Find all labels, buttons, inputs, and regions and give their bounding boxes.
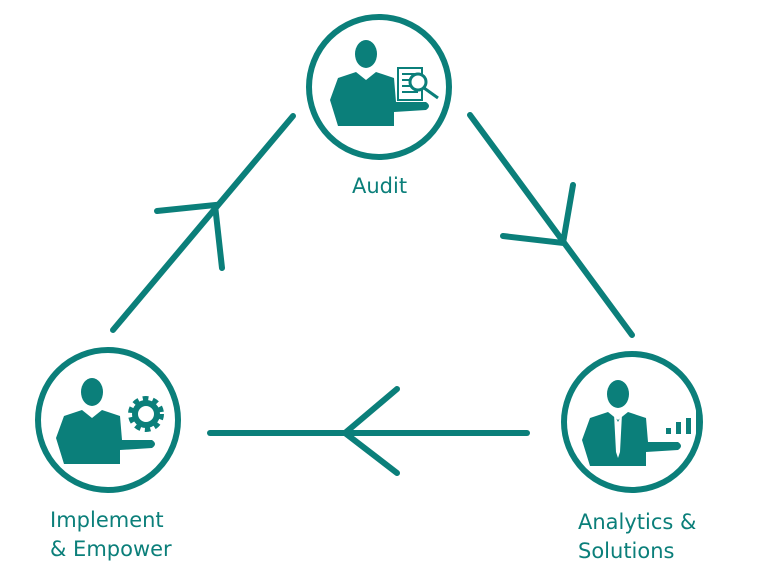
- analytics-label: Analytics & Solutions: [578, 508, 696, 566]
- person-document-magnifier-icon: [330, 40, 439, 126]
- audit-label: Audit: [352, 174, 408, 198]
- analytics-label-line2: Solutions: [578, 539, 675, 563]
- edge-implement-to-audit: [110, 113, 296, 333]
- implement-label-line2: & Empower: [50, 537, 172, 561]
- audit-node-circle: [306, 14, 452, 160]
- person-bar-chart-icon: [582, 380, 701, 466]
- implement-label: Implement & Empower: [50, 506, 172, 564]
- edge-analytics-to-implement: [207, 386, 530, 476]
- implement-label-line1: Implement: [50, 508, 164, 532]
- implement-node-circle: [35, 347, 181, 493]
- person-gear-icon: [56, 378, 164, 464]
- analytics-label-line1: Analytics &: [578, 510, 697, 534]
- edge-audit-to-analytics: [467, 112, 635, 338]
